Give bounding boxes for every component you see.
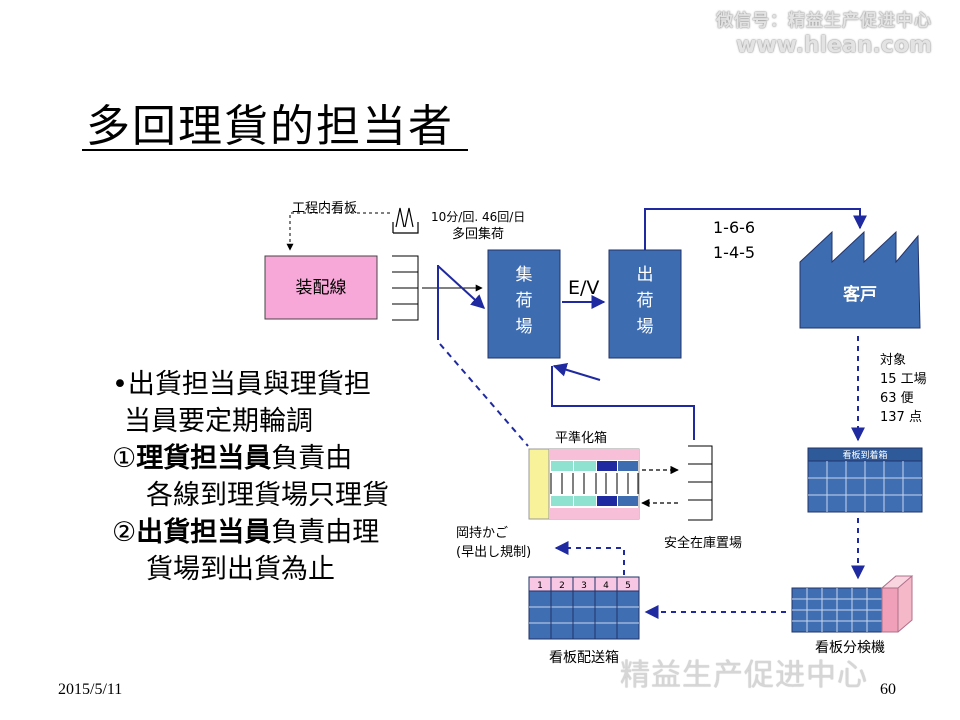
delivery-to-basket-dashed-arrow [554,541,625,575]
shipping-to-customer-arrow [644,208,867,250]
frequency-label: 10分/回. 46回/日 [431,210,525,224]
kanban-return-dashed-arrow [286,212,390,251]
watermark-top: 微信号：精益生产促进中心 www.hlean.com [716,6,932,58]
footer-page-number: 60 [880,681,896,698]
assembly-line-label: 装配線 [296,278,347,298]
collection-char-2: 荷 [516,291,533,311]
ev-label: E/V [568,277,599,299]
target-factories: 15 工場 [880,372,927,387]
multi-collection-label: 多回集荷 [452,226,504,242]
watermark-wechat: 微信号：精益生产促进中心 [716,11,932,31]
assembly-shelf [392,255,419,321]
bullet-3-bold: 出貨担当員 [136,517,272,548]
early-restriction-label: (早出し規制) [456,545,531,560]
slide-title: 多回理貨的担当者 [86,101,454,152]
customer-label: 客戸 [842,284,877,305]
delivery-slot-2: 2 [559,581,565,591]
bullet-1-line-1: •出貨担当員與理貨担 [112,369,371,400]
kanban-arrival-grid [807,447,923,513]
shipping-char-2: 荷 [637,291,654,311]
bullet-list: •出貨担当員與理貨担 当員要定期輪調 ①理貨担当員負責由 各線到理貨場只理貨 ②… [112,366,389,588]
leveling-box-label: 平準化箱 [555,430,607,446]
kanban-in-process-label: 工程内看板 [292,200,357,216]
bullet-2-line-2: 各線到理貨場只理貨 [146,480,389,511]
target-label: 対象 [880,353,906,368]
bullet-2-number: ① [112,443,137,474]
kanban-holder-icon [392,207,419,234]
kanban-sorter-machine [791,575,914,633]
bullet-3-rest: 負責由理 [271,517,380,548]
bullet-3-number: ② [112,517,137,548]
shipping-char-1: 出 [637,265,654,285]
bullet-2-bold: 理貨担当員 [136,443,272,474]
shipping-char-3: 場 [637,317,654,337]
bullet-3-line-1: ②出貨担当員負責由理 [112,514,389,551]
route-label-1: 1-6-6 [713,218,755,237]
bullet-3-line-2: 貨場到出貨為止 [146,554,335,585]
pickup-to-leveling-dashed-line [439,343,529,447]
delivery-slot-1: 1 [537,581,543,591]
kanban-sorter-label: 看板分検機 [815,640,885,656]
waiting-basket-label: 岡持かご [456,525,508,541]
pickup-diagonal-arrow [437,265,486,309]
delivery-slot-3: 3 [581,581,587,591]
bullet-2-line-1: ①理貨担当員負責由 [112,440,389,477]
safety-stock-shelf [688,445,713,521]
collection-char-1: 集 [516,265,533,285]
collection-char-3: 場 [516,317,533,337]
bullet-1-line-2: 当員要定期輪調 [124,406,313,437]
delivery-slot-4: 4 [603,581,609,591]
bullet-2-rest: 負責由 [271,443,353,474]
watermark-url: www.hlean.com [736,33,932,58]
target-points: 137 点 [880,410,922,425]
delivery-slot-5: 5 [625,581,631,591]
assembly-line-box [264,255,378,320]
shipping-area-box [608,249,682,359]
kanban-delivery-label: 看板配送箱 [549,650,619,666]
title-underline [82,149,468,151]
kanban-arrival-label: 看板到着箱 [842,449,887,461]
route-label-2: 1-4-5 [713,243,755,262]
watermark-bottom: 精益生产促进中心 [620,658,868,693]
stock-to-collection-arrowhead [552,362,601,381]
leveling-box [528,448,640,520]
customer-factory-icon [799,230,921,329]
target-trips: 63 便 [880,391,914,406]
stock-to-collection-line [551,366,695,440]
collection-area-box [487,249,561,359]
kanban-delivery-grid [528,576,640,640]
footer-date: 2015/5/11 [58,681,123,698]
safety-stock-label: 安全在庫置場 [664,535,742,551]
